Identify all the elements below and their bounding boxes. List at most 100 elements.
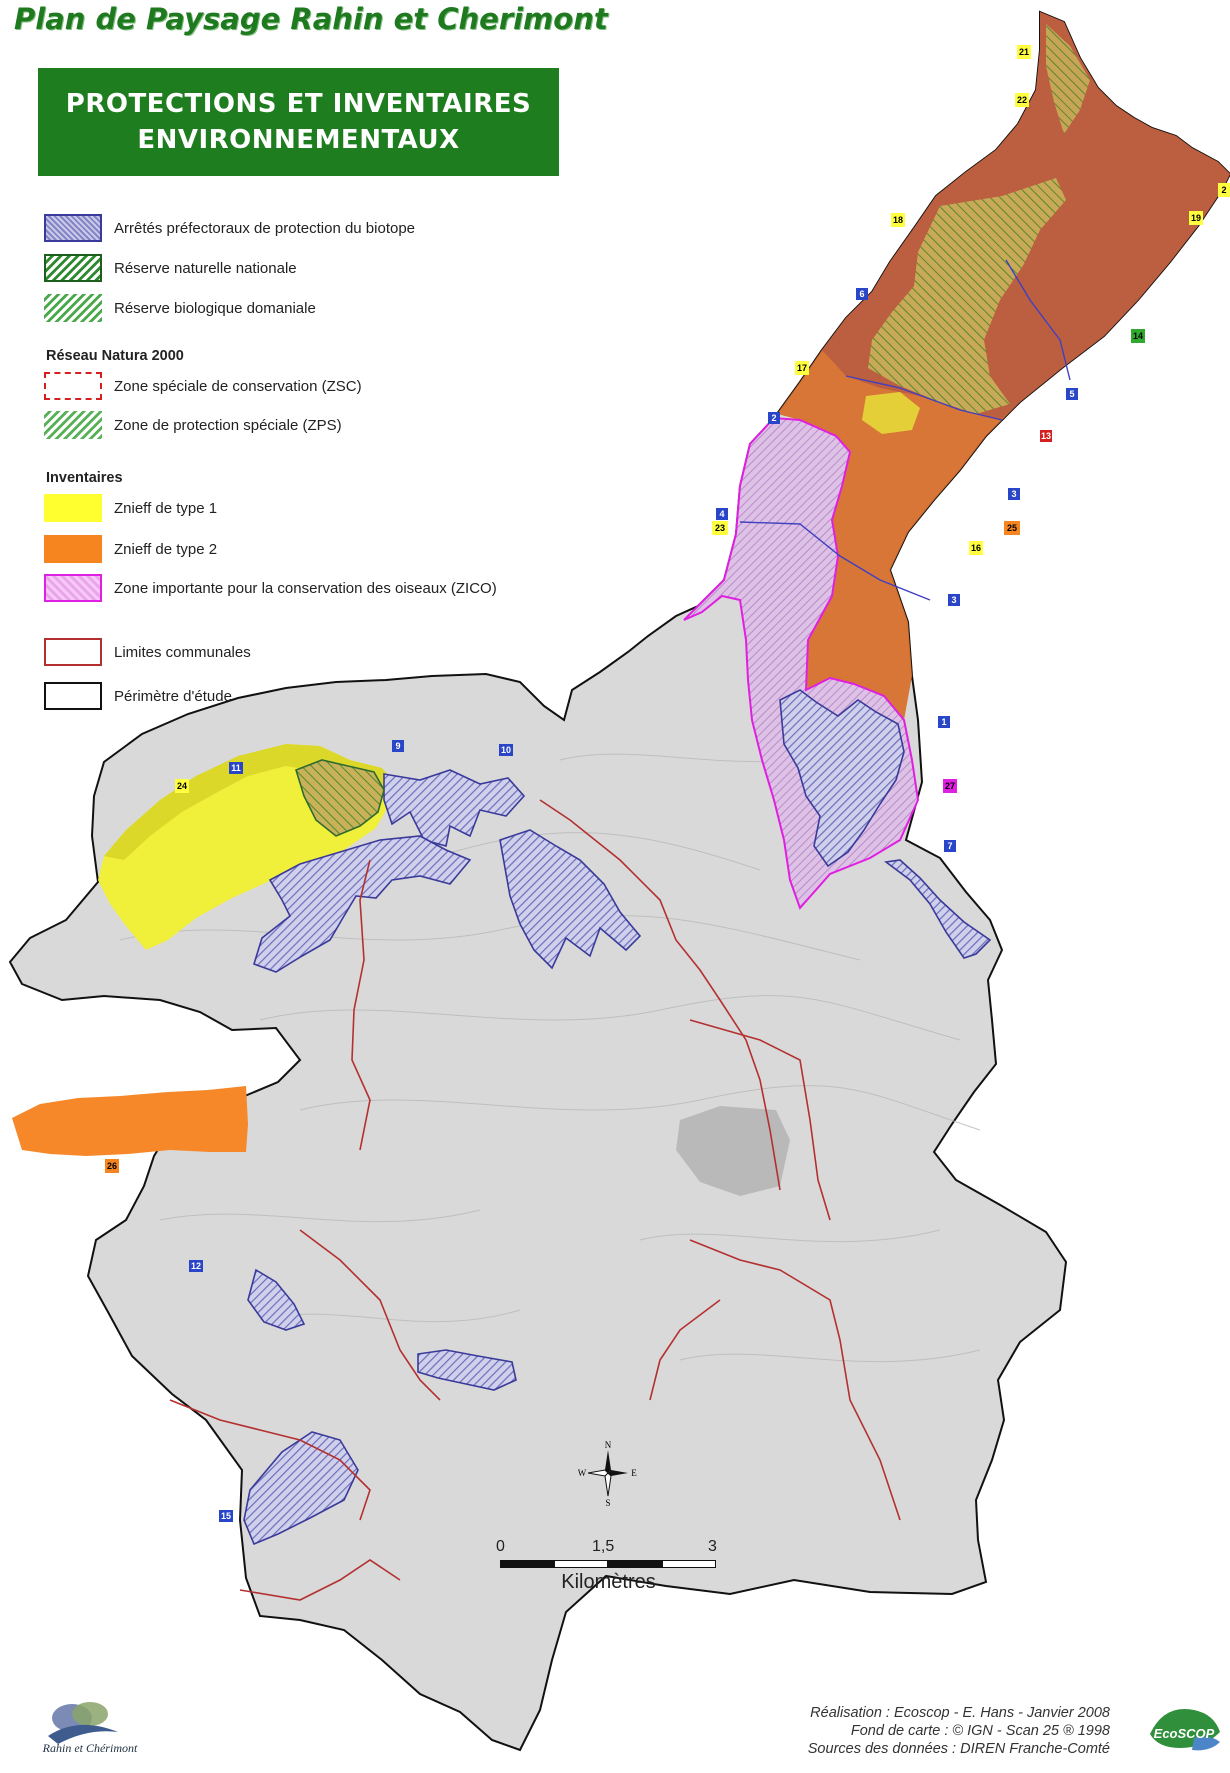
- legend-label: Zone importante pour la conservation des…: [114, 579, 497, 597]
- site-marker: 4: [716, 508, 728, 520]
- banner-line-1: PROTECTIONS ET INVENTAIRES: [65, 89, 532, 119]
- site-marker: 27: [943, 779, 957, 793]
- marker-label: 2: [771, 413, 776, 423]
- compass-needle: [604, 1472, 612, 1497]
- site-marker: 17: [795, 361, 809, 375]
- marker-label: 13: [1041, 431, 1051, 441]
- marker-label: 10: [501, 745, 511, 755]
- site-marker: 9: [392, 740, 404, 752]
- site-marker: 10: [499, 744, 513, 756]
- marker-label: 3: [951, 595, 956, 605]
- site-marker: 25: [1004, 521, 1020, 535]
- legend-label: Limites communales: [114, 643, 251, 661]
- legend-swatch: [44, 535, 102, 563]
- scale-tick-mid: 1,5: [592, 1538, 615, 1555]
- legend-item-reserve-biologique: Réserve biologique domaniale: [44, 294, 316, 322]
- marker-label: 26: [107, 1161, 117, 1171]
- marker-label: 17: [797, 363, 807, 373]
- scale-unit: Kilomètres: [561, 1571, 656, 1593]
- scale-segment: [554, 1560, 608, 1568]
- zps-area: [868, 178, 1066, 414]
- rahin-cherimont-logo: Rahin et Chérimont: [42, 1702, 138, 1755]
- legend-label: Réserve biologique domaniale: [114, 299, 316, 317]
- credits: Réalisation : Ecoscop - E. Hans - Janvie…: [808, 1704, 1110, 1758]
- scale-segment: [500, 1560, 554, 1568]
- marker-label: 2: [1221, 185, 1226, 195]
- site-marker: 14: [1131, 329, 1145, 343]
- legend-swatch: [44, 638, 102, 666]
- marker-label: 24: [177, 781, 187, 791]
- lake-area: [676, 1106, 790, 1196]
- legend-label: Znieff de type 2: [114, 540, 218, 558]
- scale-bar: 0 1,5 3 Kilomètres: [496, 1538, 721, 1598]
- scale-segment: [662, 1560, 716, 1568]
- marker-label: 5: [1069, 389, 1074, 399]
- site-marker: 2: [1218, 183, 1230, 197]
- site-marker: 18: [891, 213, 905, 227]
- legend-swatch: [44, 372, 102, 400]
- site-marker: 23: [712, 521, 728, 535]
- site-marker: 7: [944, 840, 956, 852]
- legend-item-reserve-naturelle: Réserve naturelle nationale: [44, 254, 297, 282]
- site-marker: 26: [105, 1159, 119, 1173]
- legend-label: Réserve naturelle nationale: [114, 259, 297, 277]
- legend-heading-natura: Réseau Natura 2000: [46, 348, 184, 364]
- marker-label: 3: [1011, 489, 1016, 499]
- marker-label: 1: [941, 717, 946, 727]
- map-title: Plan de Paysage Rahin et Cherimont: [14, 2, 608, 36]
- marker-label: 16: [971, 543, 981, 553]
- marker-label: 15: [221, 1511, 231, 1521]
- legend-label: Arrêtés préfectoraux de protection du bi…: [114, 219, 416, 237]
- znieff1-northwest-upper: [104, 744, 392, 860]
- scale-tick-0: 0: [496, 1538, 505, 1555]
- zps-area-upper: [1046, 24, 1090, 134]
- legend-item-limites: Limites communales: [44, 638, 251, 666]
- site-marker: 24: [175, 779, 189, 793]
- compass-w: W: [578, 1468, 587, 1478]
- site-marker: 13: [1040, 430, 1052, 442]
- marker-label: 25: [1007, 523, 1017, 533]
- site-marker: 6: [856, 288, 868, 300]
- legend-swatch: [44, 411, 102, 439]
- reserve-biologique-west: [295, 759, 385, 837]
- legend-item-zps: Zone de protection spéciale (ZPS): [44, 411, 342, 439]
- marker-label: 9: [395, 741, 400, 751]
- legend-swatch: [44, 494, 102, 522]
- scale-tick-end: 3: [708, 1538, 717, 1555]
- zsc-boundaries: [739, 259, 1071, 601]
- compass-e: E: [631, 1468, 637, 1478]
- credit-line: Fond de carte : © IGN - Scan 25 ® 1998: [850, 1723, 1110, 1739]
- marker-label: 21: [1019, 47, 1029, 57]
- legend-item-zsc: Zone spéciale de conservation (ZSC): [44, 372, 362, 400]
- site-marker: 3: [948, 594, 960, 606]
- compass-needle: [608, 1470, 628, 1476]
- site-marker: 15: [219, 1510, 233, 1522]
- legend-heading-inventaires: Inventaires: [46, 470, 123, 486]
- marker-label: 18: [893, 215, 903, 225]
- legend-swatch: [44, 254, 102, 282]
- legend-label: Zone de protection spéciale (ZPS): [114, 416, 342, 434]
- biotope-zones: [243, 689, 992, 1546]
- banner-line-2: ENVIRONNEMENTAUX: [137, 125, 460, 155]
- legend-label: Zone spéciale de conservation (ZSC): [114, 377, 362, 395]
- marker-label: 22: [1017, 95, 1027, 105]
- marker-label: 27: [945, 781, 955, 791]
- marker-label: 4: [719, 509, 724, 519]
- logo-text: EcoSCOP: [1154, 1726, 1215, 1741]
- znieff2-west: [12, 1086, 248, 1156]
- credit-line: Sources des données : DIREN Franche-Comt…: [807, 1741, 1110, 1757]
- ecoscop-logo: EcoSCOP: [1150, 1709, 1220, 1751]
- site-marker: 12: [189, 1260, 203, 1272]
- site-marker: 16: [969, 541, 983, 555]
- scale-segment: [608, 1560, 662, 1568]
- compass-rose: N S W E: [578, 1440, 637, 1506]
- credit-line: Réalisation : Ecoscop - E. Hans - Janvie…: [810, 1705, 1110, 1721]
- site-marker: 1: [938, 716, 950, 728]
- marker-label: 14: [1133, 331, 1143, 341]
- compass-n: N: [605, 1440, 612, 1450]
- legend-swatch: [44, 214, 102, 242]
- marker-label: 23: [715, 523, 725, 533]
- marker-label: 11: [231, 763, 241, 773]
- site-marker: 2: [768, 412, 780, 424]
